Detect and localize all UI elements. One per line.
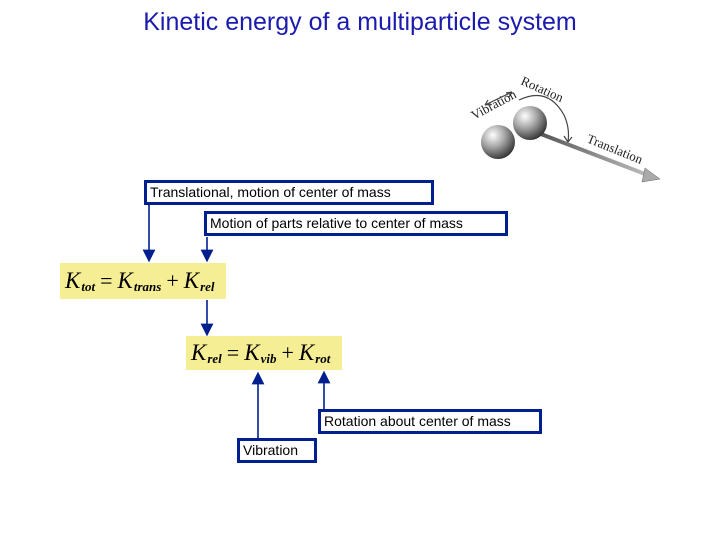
kvib-subscript: vib: [261, 351, 277, 367]
krot-symbol: K: [299, 340, 314, 366]
krel-symbol: K: [184, 268, 199, 294]
ktrans-subscript: trans: [134, 279, 161, 295]
relative-motion-label-box: Motion of parts relative to center of ma…: [204, 211, 508, 236]
ktot-symbol: K: [65, 268, 80, 294]
plus-sign: +: [166, 268, 178, 294]
atom-right: [513, 106, 547, 140]
krot-subscript: rot: [315, 351, 330, 367]
equals-sign: =: [227, 340, 239, 366]
vibration-label: Vibration: [468, 86, 519, 123]
equals-sign: =: [100, 268, 112, 294]
ktrans-symbol: K: [118, 268, 133, 294]
plus-sign: +: [281, 340, 293, 366]
krel-lhs-symbol: K: [191, 340, 206, 366]
translational-label: Translational, motion of center of mass: [150, 184, 391, 200]
vibration-box-label: Vibration: [243, 442, 298, 458]
atom-left: [481, 125, 515, 159]
krel-lhs-subscript: rel: [207, 351, 221, 367]
ktot-subscript: tot: [81, 279, 95, 295]
rotation-label-box: Rotation about center of mass: [318, 409, 542, 434]
krel-subscript: rel: [200, 279, 214, 295]
rotation-about-center-label: Rotation about center of mass: [324, 413, 511, 429]
translational-label-box: Translational, motion of center of mass: [144, 180, 434, 205]
relative-motion-label: Motion of parts relative to center of ma…: [210, 215, 463, 231]
connector-arrows: [149, 205, 324, 438]
vibration-label-box: Vibration: [237, 438, 317, 463]
rotation-label: Rotation: [519, 73, 566, 105]
kvib-symbol: K: [244, 340, 259, 366]
